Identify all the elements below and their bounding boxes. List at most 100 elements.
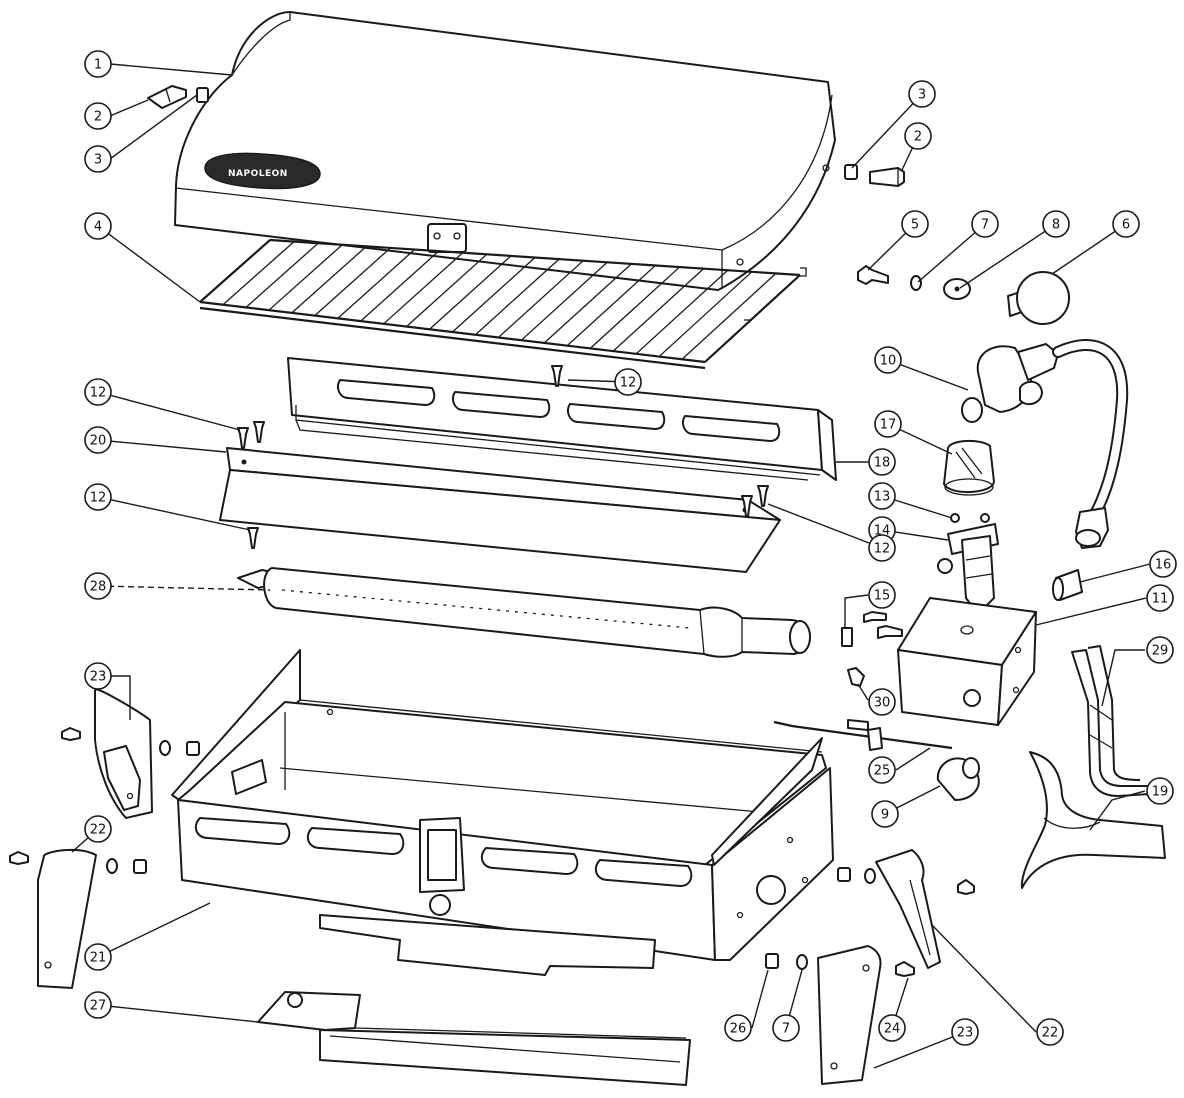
callout-circle — [84, 815, 112, 843]
grid-rod — [543, 263, 632, 344]
callout-number: 5 — [911, 218, 919, 233]
callout-number: 12 — [874, 542, 891, 557]
callout-23: 23 — [84, 662, 112, 690]
callout-circle — [84, 662, 112, 690]
grid-rod — [452, 257, 536, 333]
callout-number: 10 — [880, 354, 897, 369]
callout-number: 2 — [94, 110, 102, 125]
callout-11: 11 — [1146, 584, 1174, 612]
grid-rod — [497, 260, 584, 338]
flat-washer — [943, 278, 971, 300]
callout-number: 30 — [874, 696, 891, 711]
callout-number: 11 — [1152, 592, 1169, 607]
callout-number: 7 — [981, 218, 989, 233]
callout-number: 21 — [90, 951, 107, 966]
callout-circle — [84, 212, 112, 240]
grid-rod — [635, 269, 729, 355]
callout-5: 5 — [901, 210, 929, 238]
callout-24: 24 — [878, 1014, 906, 1042]
bolt-small — [857, 265, 889, 285]
grid-rod — [589, 266, 680, 349]
callout-circle — [971, 210, 999, 238]
callout-number: 12 — [90, 386, 107, 401]
callout-circle — [84, 943, 112, 971]
callout-number: 1 — [94, 58, 102, 73]
callout-number: 14 — [874, 524, 891, 539]
cooking-grid — [199, 238, 807, 370]
callout-circle — [84, 483, 112, 511]
callout-number: 7 — [782, 1022, 790, 1037]
callout-number: 17 — [880, 418, 897, 433]
rear-heat-shield — [287, 357, 837, 481]
grid-rod — [337, 249, 415, 319]
callout-number: 6 — [1122, 218, 1130, 233]
callout-20: 20 — [84, 426, 112, 454]
grid-rod — [475, 258, 560, 336]
carry-strap — [1020, 751, 1166, 889]
callout-30: 30 — [868, 688, 896, 716]
hinge-pin-left — [147, 85, 187, 109]
callout-number: 26 — [730, 1022, 747, 1037]
callout-number: 2 — [914, 130, 922, 145]
callout-circle — [1112, 210, 1140, 238]
lock-washer — [910, 275, 922, 291]
hinge-pin-right — [869, 167, 905, 187]
callout-number: 3 — [918, 88, 926, 103]
callout-circle — [901, 210, 929, 238]
callout-number: 12 — [620, 376, 637, 391]
callout-circle — [871, 800, 899, 828]
callout-1: 1 — [84, 50, 112, 78]
inlet-fitting — [1052, 569, 1083, 601]
callout-3: 3 — [908, 80, 936, 108]
callout-4: 4 — [84, 212, 112, 240]
callout-18: 18 — [868, 448, 896, 476]
callout-15: 15 — [868, 581, 896, 609]
grill-base — [171, 649, 834, 976]
bracket-left-upper — [94, 688, 153, 819]
lid-logo-badge: NAPOLEON — [204, 152, 321, 190]
grid-rod — [222, 241, 295, 306]
callout-16: 16 — [1149, 550, 1177, 578]
callout-12: 12 — [84, 378, 112, 406]
callout-circle — [908, 80, 936, 108]
callout-number: 13 — [874, 490, 891, 505]
callout-circle — [874, 346, 902, 374]
callout-circle — [868, 534, 896, 562]
callout-26: 26 — [724, 1014, 752, 1042]
screw-15 — [841, 627, 853, 647]
callout-2: 2 — [904, 122, 932, 150]
callout-13: 13 — [868, 482, 896, 510]
callout-7: 7 — [772, 1014, 800, 1042]
grid-rod — [360, 250, 440, 322]
leader-lines — [71, 63, 1151, 1069]
lid-handle-knob — [1007, 271, 1070, 325]
lid-handle-bracket — [427, 223, 467, 253]
callout-2: 2 — [84, 102, 112, 130]
callout-circle — [84, 572, 112, 600]
callout-number: 22 — [1042, 1026, 1059, 1041]
callout-8: 8 — [1042, 210, 1070, 238]
callout-circle — [878, 1014, 906, 1042]
bracket-right-upper — [875, 849, 941, 969]
callout-28: 28 — [84, 572, 112, 600]
callout-12: 12 — [614, 368, 642, 396]
callout-22: 22 — [84, 815, 112, 843]
callout-circle — [868, 756, 896, 784]
grid-rod — [406, 253, 488, 328]
callout-circle — [84, 426, 112, 454]
callout-number: 4 — [94, 220, 102, 235]
callout-circle — [868, 448, 896, 476]
callout-circle — [868, 482, 896, 510]
grid-rod — [314, 247, 391, 317]
hinge-nut-left — [196, 87, 209, 103]
callout-circle — [84, 50, 112, 78]
bracket-left-lower — [37, 848, 97, 989]
grid-rod — [704, 274, 801, 363]
callout-circle — [868, 581, 896, 609]
callout-number: 8 — [1052, 218, 1060, 233]
callout-circle — [1146, 584, 1174, 612]
callout-number: 18 — [874, 456, 891, 471]
bracket-right-lower — [817, 945, 882, 1085]
callout-circle — [84, 145, 112, 173]
